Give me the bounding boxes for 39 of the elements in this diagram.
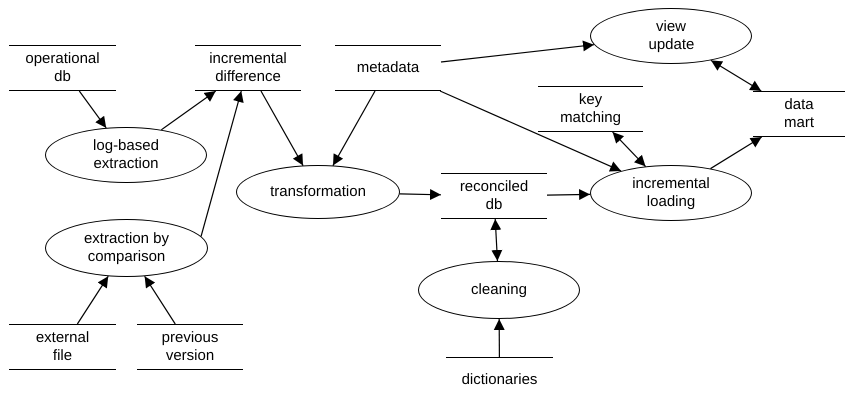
data-store	[753, 91, 845, 137]
node-label: operational db	[24, 50, 101, 86]
arrow	[546, 189, 590, 200]
node-label: key matching	[559, 91, 622, 127]
data-store	[195, 45, 301, 91]
arrow	[440, 40, 594, 63]
node-label: reconciled db	[458, 178, 530, 214]
node-label: dictionaries	[462, 371, 538, 389]
data-store	[441, 173, 547, 219]
node-label: data mart	[783, 96, 815, 132]
node-label: incremental difference	[208, 50, 288, 86]
data-store	[335, 45, 441, 91]
node-label: previous version	[160, 329, 220, 365]
arrow	[144, 276, 176, 324]
node-label: view update	[648, 18, 694, 54]
arrow	[260, 90, 304, 166]
arrow	[710, 60, 762, 92]
arrow	[710, 136, 762, 170]
node-label: transformation	[270, 183, 366, 201]
node-label: external file	[34, 329, 90, 365]
arrow	[76, 276, 109, 324]
arrow	[332, 90, 376, 166]
data-store	[9, 324, 116, 370]
node-label: log-based extraction	[92, 137, 160, 173]
arrow	[200, 90, 244, 236]
data-store	[538, 86, 643, 132]
arrow	[78, 90, 107, 128]
arrow	[440, 90, 622, 172]
node-label: incremental loading	[631, 175, 711, 211]
arrow	[612, 132, 646, 167]
node-label: cleaning	[471, 281, 527, 299]
arrow	[494, 319, 505, 357]
arrow	[490, 218, 502, 262]
data-store	[9, 45, 116, 91]
data-store	[137, 324, 243, 370]
node-label: metadata	[356, 59, 420, 77]
arrow	[160, 90, 216, 130]
node-label: extraction by comparison	[82, 230, 170, 266]
arrow	[400, 189, 442, 200]
